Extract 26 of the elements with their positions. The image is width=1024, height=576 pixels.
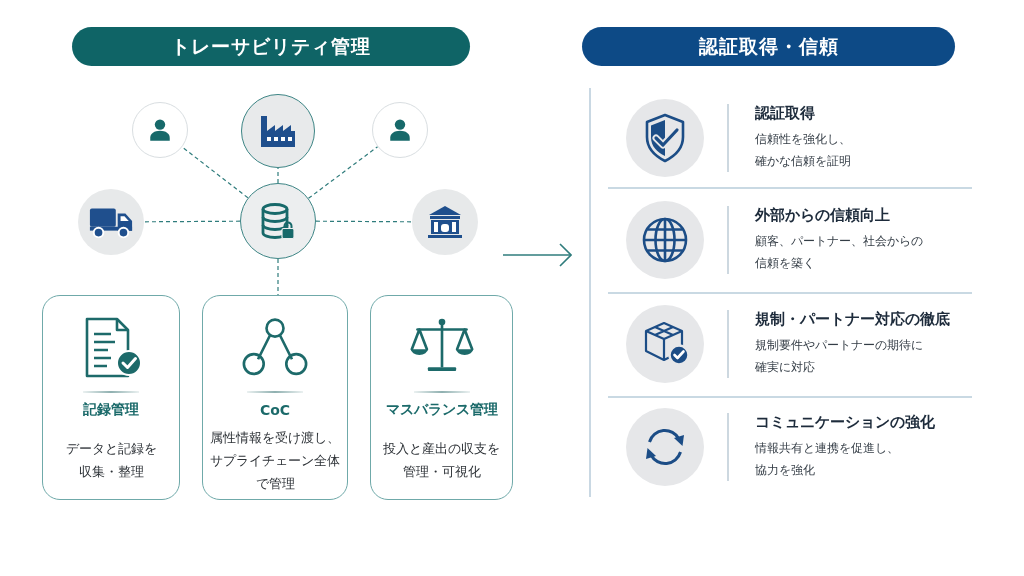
card-title: 記録管理	[83, 401, 139, 419]
item-text: 規制要件やパートナーの期待に確実に対応	[755, 337, 924, 376]
card-text: 属性情報を受け渡し、サプライチェーン全体で管理	[209, 428, 341, 493]
icon-circle	[132, 102, 188, 158]
connector-line	[307, 146, 379, 199]
item-text: 情報共有と連携を促進し、協力を強化	[755, 439, 900, 479]
item-title: 規制・パートナー対応の徹底	[755, 310, 950, 329]
section-header: トレーサビリティ管理	[72, 27, 470, 66]
item-title: コミュニケーションの強化	[755, 412, 935, 432]
connector-line	[315, 220, 413, 223]
card-title: マスバランス管理	[385, 401, 498, 419]
card-title: CoC	[259, 402, 291, 418]
card-text: データと記録を収集・整理	[64, 440, 158, 481]
connector-line	[143, 220, 241, 223]
item-title: 認証取得	[755, 103, 815, 123]
icon-circle	[372, 102, 428, 158]
arrow	[502, 243, 572, 267]
card-text: 投入と産出の収支を管理・可視化	[382, 440, 501, 481]
item-text: 顧客、パートナー、社会からの信頼を築く	[755, 232, 924, 272]
feature-card	[42, 295, 180, 500]
feature-card	[202, 295, 348, 500]
item-text: 信頼性を強化し、確かな信頼を証明	[755, 130, 852, 170]
feature-card	[370, 295, 513, 500]
item-title: 外部からの信頼向上	[755, 205, 890, 225]
connector-line	[181, 146, 249, 199]
section-header: 認証取得・信頼	[582, 27, 955, 66]
